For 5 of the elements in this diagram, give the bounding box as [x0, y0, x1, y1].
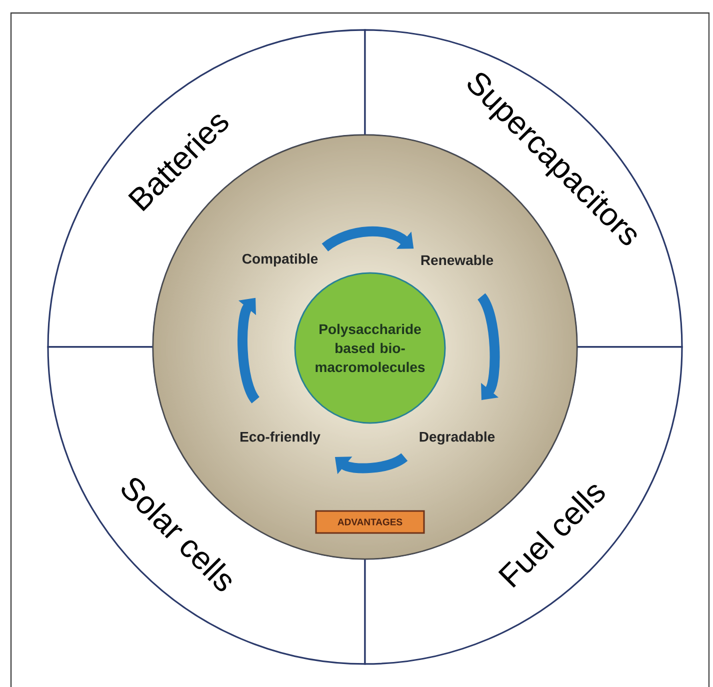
property-label: Eco-friendly — [240, 431, 320, 444]
property-label: Degradable — [420, 431, 495, 445]
label-box: ADVANTAGES — [315, 510, 425, 534]
property-label: Renewable — [421, 254, 494, 266]
property-label: Compatible — [242, 253, 318, 266]
